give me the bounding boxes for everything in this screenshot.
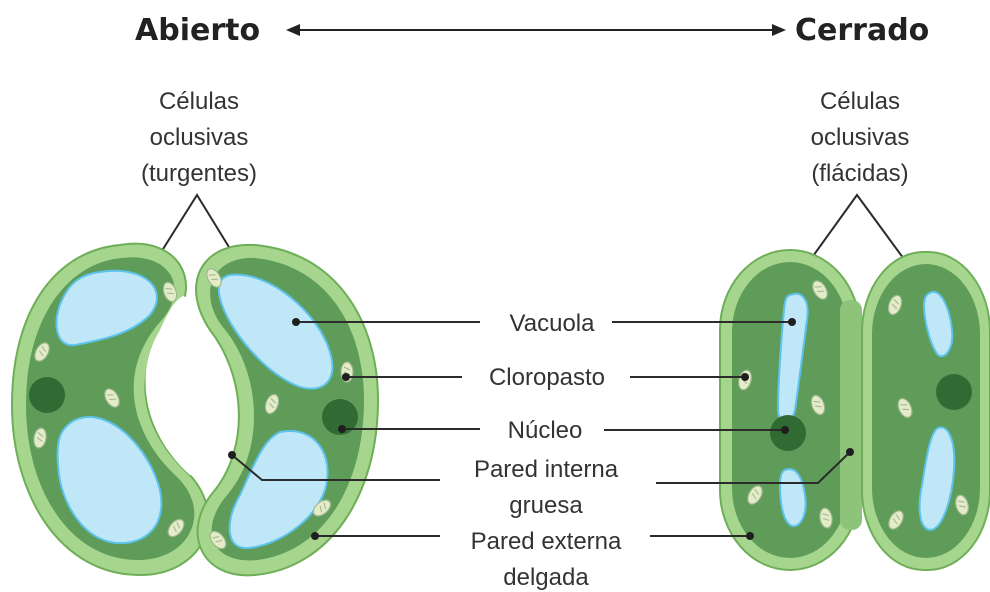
svg-text:gruesa: gruesa: [509, 492, 583, 519]
label-outer-wall: Pared externa delgada: [471, 528, 622, 591]
svg-text:Pared externa: Pared externa: [471, 528, 622, 555]
label-vacuole: Vacuola: [510, 310, 596, 337]
double-arrow: [286, 24, 786, 36]
svg-text:oclusivas: oclusivas: [811, 124, 910, 151]
svg-text:(turgentes): (turgentes): [141, 160, 257, 187]
svg-text:oclusivas: oclusivas: [150, 124, 249, 151]
label-inner-wall: Pared interna gruesa: [474, 456, 619, 519]
closed-inner-wall: [840, 300, 862, 530]
open-right-guard-cell: [196, 245, 378, 575]
label-nucleus: Núcleo: [508, 417, 583, 444]
title-closed: Cerrado: [795, 13, 929, 48]
closed-guard-cells-label: Células oclusivas (flácidas): [811, 88, 910, 187]
svg-text:Células: Células: [159, 88, 239, 115]
svg-text:Pared interna: Pared interna: [474, 456, 619, 483]
title-open: Abierto: [135, 13, 260, 48]
svg-text:Células: Células: [820, 88, 900, 115]
closed-left-guard-cell: [720, 250, 860, 570]
open-guard-cells-label: Células oclusivas (turgentes): [141, 88, 257, 187]
label-chloroplast: Cloropasto: [489, 364, 605, 391]
svg-text:delgada: delgada: [503, 564, 589, 591]
closed-right-guard-cell: [862, 252, 990, 570]
svg-text:(flácidas): (flácidas): [811, 160, 908, 187]
